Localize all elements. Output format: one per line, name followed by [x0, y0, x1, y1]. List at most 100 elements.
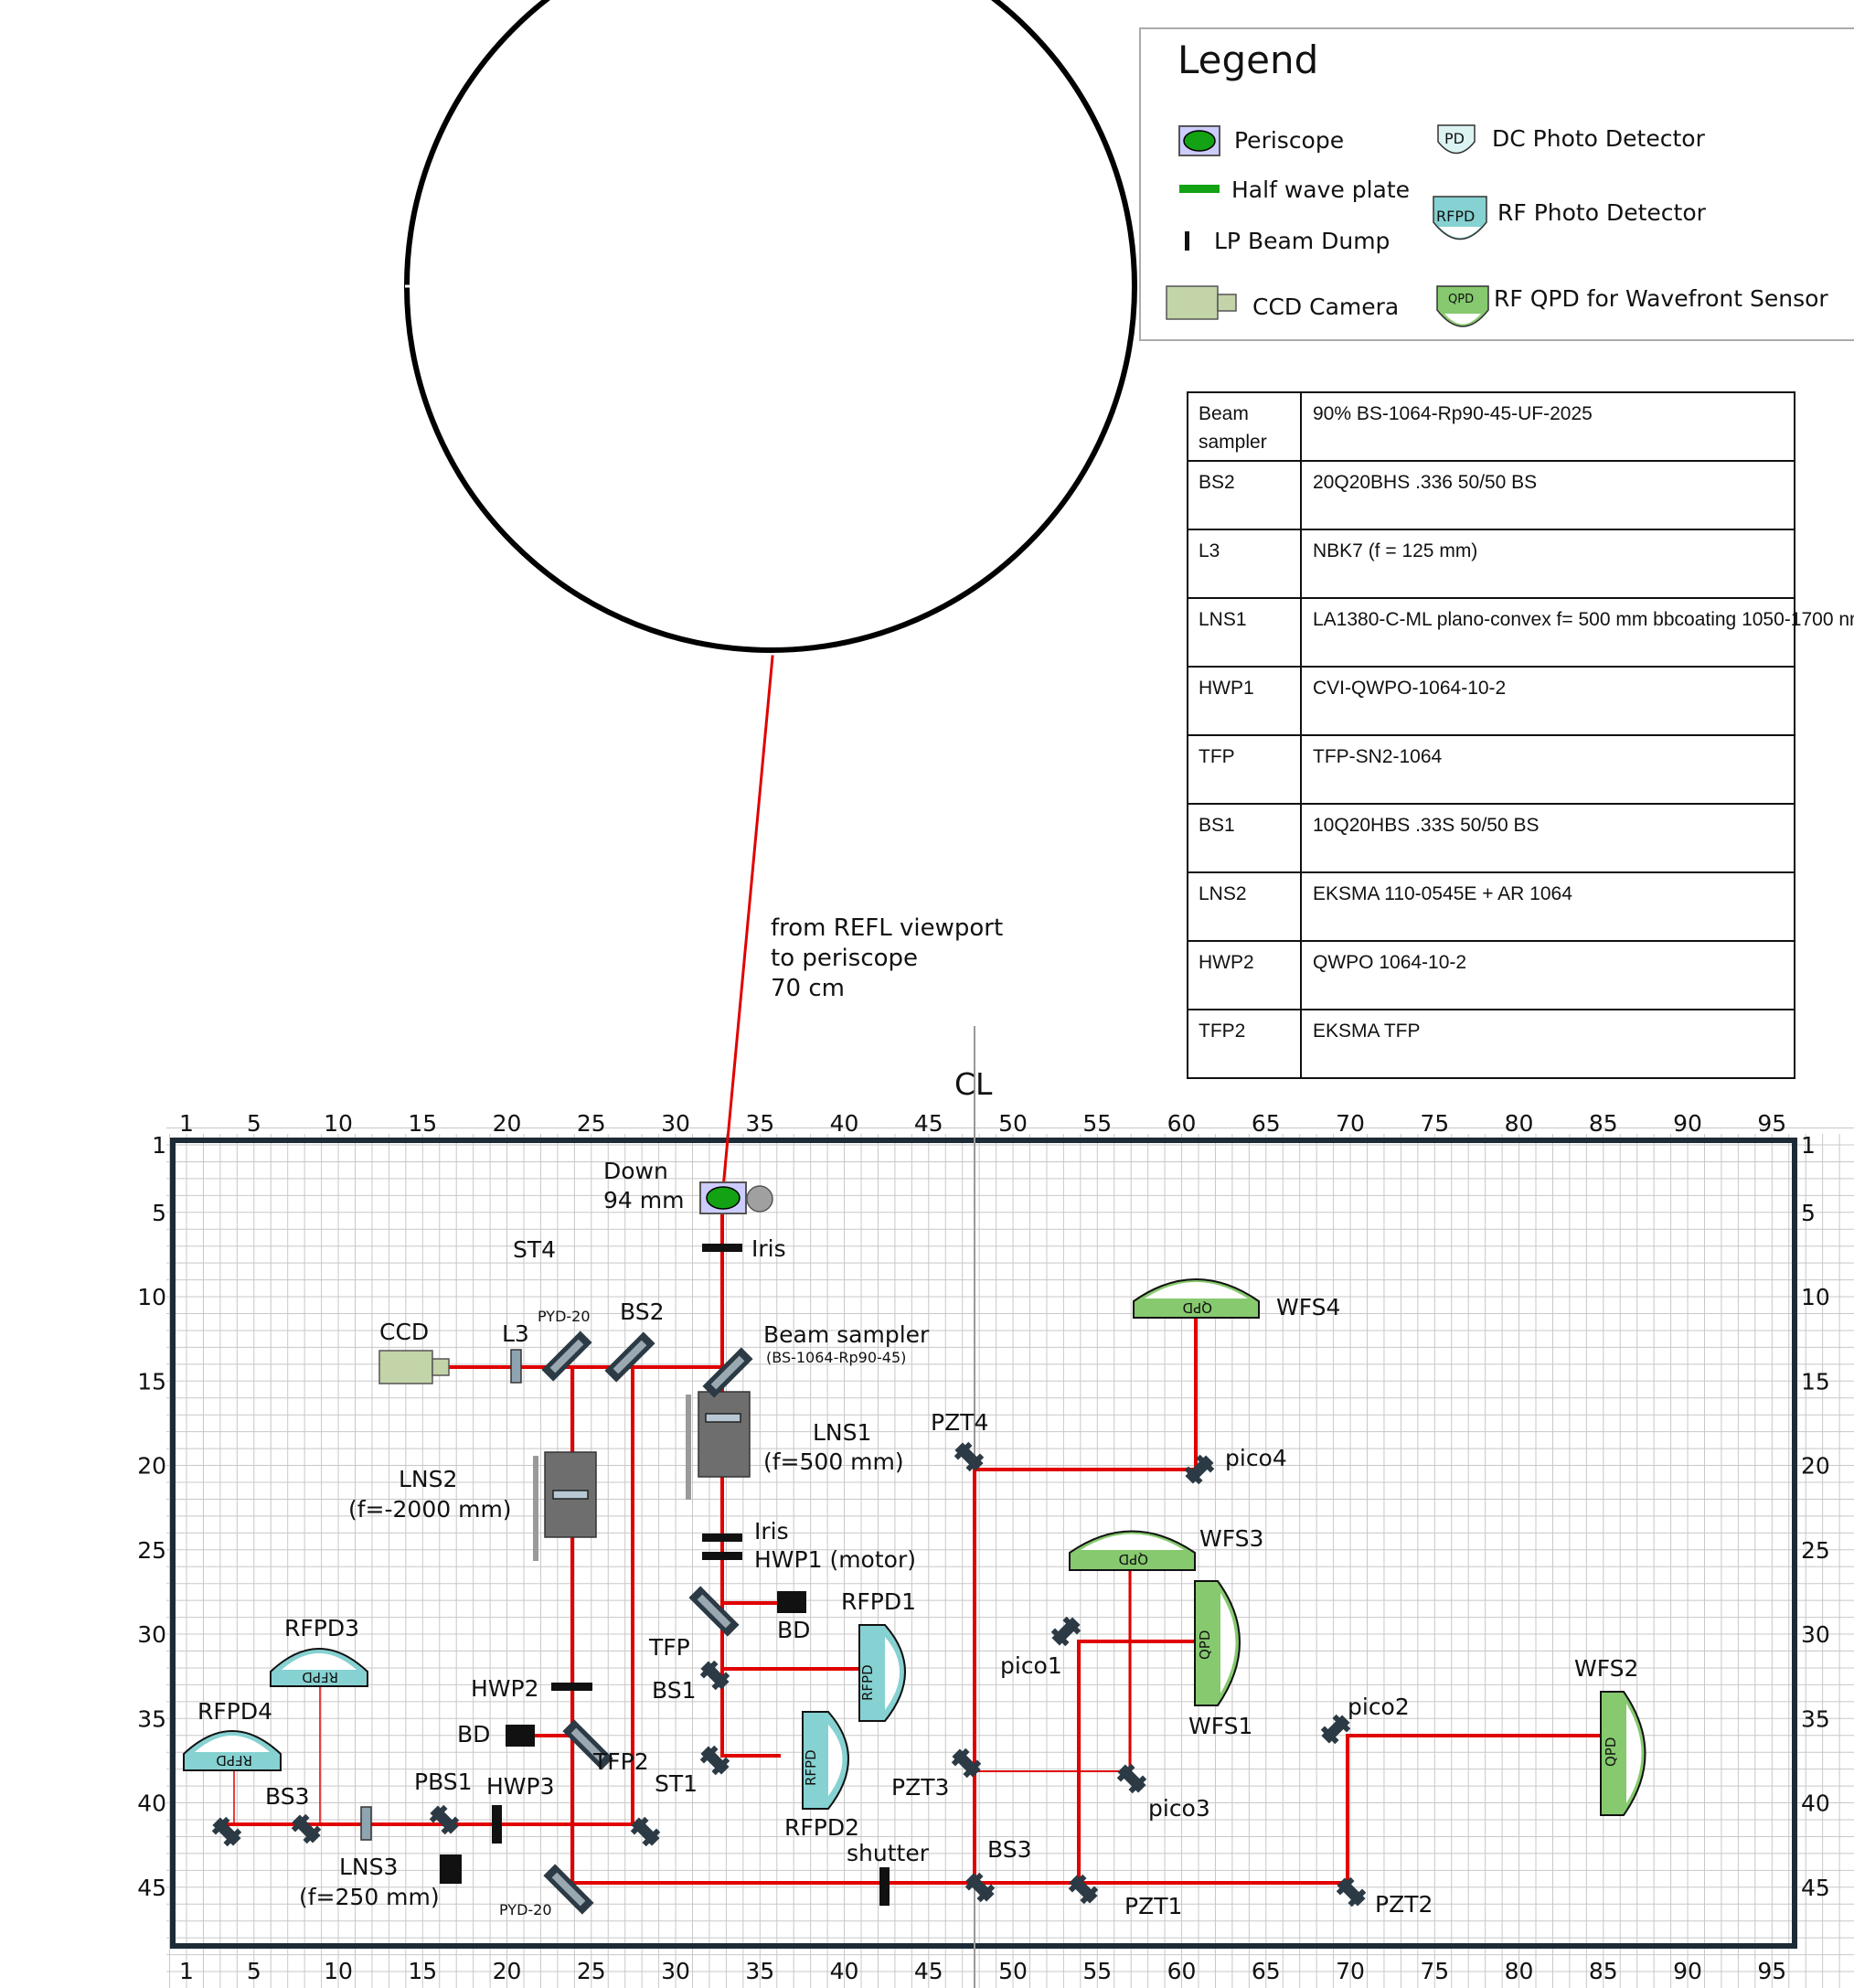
legend: Legend Periscope Half wave plate LP Beam…	[1139, 27, 1854, 341]
grid-col-label: 55	[1082, 1958, 1112, 1984]
label-hwp2: HWP2	[471, 1675, 539, 1702]
beam-sampler-mirror	[702, 1347, 753, 1398]
legend-periscope-label: Periscope	[1234, 127, 1344, 154]
wfs2: QPD	[1600, 1691, 1646, 1816]
label-pico3: pico3	[1148, 1795, 1210, 1822]
shutter	[879, 1867, 890, 1906]
grid-col-label: 70	[1336, 1110, 1365, 1137]
st1-mirror	[699, 1745, 730, 1776]
beam-pzt2-to-wfs2	[1346, 1734, 1605, 1885]
rf-photodetector-icon: RFPD	[1433, 196, 1487, 240]
grid-col-label: 5	[247, 1958, 261, 1984]
grid-tick-labels: 1155101015152020252530303535404045455050…	[137, 1110, 1830, 1984]
grid-col-label: 15	[408, 1110, 437, 1137]
label-l3: L3	[502, 1320, 529, 1347]
grid-col-label: 10	[324, 1110, 353, 1137]
parts-table-part: NBK7 (f = 125 mm)	[1313, 540, 1477, 561]
grid-col-label: 35	[745, 1958, 774, 1984]
grid-row-label: 10	[137, 1284, 166, 1310]
label-tfp2: TFP2	[592, 1748, 649, 1775]
rfpd4-mirror	[211, 1816, 242, 1847]
parts-table-name: HWP1	[1199, 678, 1254, 699]
iris-mid	[702, 1534, 742, 1542]
beam-dump-bottom	[440, 1854, 462, 1884]
label-bs3-left: BS3	[265, 1783, 310, 1810]
bs2-mirror	[604, 1331, 655, 1383]
pbs1-mirror	[429, 1804, 460, 1835]
grid-col-label: 5	[247, 1110, 261, 1137]
ccd-camera	[378, 1350, 450, 1384]
grid-row-label: 45	[1801, 1875, 1830, 1901]
grid-row-label: 20	[1801, 1453, 1830, 1480]
parts-table-name: sampler	[1199, 432, 1267, 453]
parts-table-part: LA1380-C-ML plano-convex f= 500 mm bbcoa…	[1313, 609, 1854, 630]
legend-box	[1139, 27, 1854, 341]
parts-table-name: HWP2	[1199, 952, 1254, 973]
rfpd4: RFPD	[183, 1730, 282, 1771]
grid-row-label: 15	[1801, 1368, 1830, 1395]
svg-text:QPD: QPD	[1119, 1551, 1148, 1567]
periscope-icon	[1178, 125, 1220, 156]
pico4-mirror	[1184, 1454, 1215, 1485]
label-lns1-f: (f=500 mm)	[763, 1448, 904, 1475]
grid-col-label: 65	[1252, 1110, 1281, 1137]
svg-text:RFPD: RFPD	[1436, 208, 1475, 225]
lens-lns3	[360, 1806, 372, 1841]
label-rfpd2: RFPD2	[784, 1814, 859, 1841]
lens-l3	[510, 1349, 522, 1384]
svg-text:QPD: QPD	[1448, 293, 1474, 306]
half-wave-plate-icon	[1179, 185, 1220, 193]
legend-hwp-label: Half wave plate	[1231, 176, 1410, 203]
legend-title: Legend	[1177, 37, 1318, 82]
grid-col-label: 65	[1252, 1958, 1281, 1984]
bs3-left-mirror	[291, 1813, 322, 1844]
parts-table-part: EKSMA 110-0545E + AR 1064	[1313, 883, 1572, 904]
label-pzt1: PZT1	[1124, 1893, 1182, 1919]
lens-lns1-stage	[686, 1391, 751, 1500]
label-tfp: TFP	[648, 1634, 690, 1661]
grid-col-label: 1	[179, 1110, 194, 1137]
svg-text:QPD: QPD	[1197, 1630, 1213, 1660]
grid-col-label: 25	[577, 1958, 606, 1984]
label-pbs1: PBS1	[414, 1769, 473, 1795]
grid-row-label: 5	[1801, 1200, 1816, 1226]
grid-col-label: 50	[998, 1958, 1028, 1984]
viewport-note-line2: to periscope	[771, 945, 918, 972]
legend-dc-pd-label: DC Photo Detector	[1492, 125, 1706, 152]
label-st4: ST4	[513, 1236, 556, 1263]
viewport-note-line3: 70 cm	[771, 975, 845, 1002]
grid-col-label: 40	[830, 1110, 859, 1137]
label-pico1: pico1	[1000, 1652, 1062, 1679]
lens-lns2-stage	[533, 1451, 597, 1561]
parts-table-part: 90% BS-1064-Rp90-45-UF-2025	[1313, 403, 1593, 424]
label-rfpd3: RFPD3	[284, 1615, 359, 1641]
tfp2-mirror	[562, 1719, 613, 1770]
grid-col-label: 35	[745, 1110, 774, 1137]
label-rfpd4: RFPD4	[197, 1698, 272, 1725]
wfs4: QPD	[1133, 1278, 1260, 1319]
label-ccd: CCD	[379, 1319, 429, 1345]
grid-col-label: 30	[661, 1110, 690, 1137]
grid-col-label: 75	[1420, 1110, 1449, 1137]
pzt2-mirror	[1336, 1876, 1367, 1908]
viewport-circle	[404, 0, 1137, 653]
grid-col-label: 55	[1082, 1110, 1112, 1137]
grid-col-label: 20	[493, 1110, 522, 1137]
grid-col-label: 10	[324, 1958, 353, 1984]
legend-ccd-label: CCD Camera	[1252, 294, 1399, 320]
pico1-mirror	[1050, 1616, 1082, 1647]
grid-row-label: 5	[152, 1200, 166, 1226]
rf-qpd-icon: QPD	[1436, 285, 1489, 327]
label-lns2-f: (f=-2000 mm)	[348, 1496, 512, 1523]
label-beam-sampler: Beam sampler	[763, 1321, 930, 1348]
grid-col-label: 90	[1673, 1110, 1702, 1137]
label-pyd20-top: PYD-20	[538, 1308, 591, 1325]
grid-row-label: 35	[137, 1705, 166, 1732]
grid-col-label: 75	[1420, 1958, 1449, 1984]
parts-table-name: LNS1	[1199, 609, 1247, 630]
svg-text:RFPD: RFPD	[859, 1664, 876, 1701]
parts-table-part: CVI-QWPO-1064-10-2	[1313, 678, 1506, 699]
parts-table-name: BS1	[1199, 815, 1235, 836]
beam-tfp-to-rfpd1	[720, 1601, 781, 1758]
